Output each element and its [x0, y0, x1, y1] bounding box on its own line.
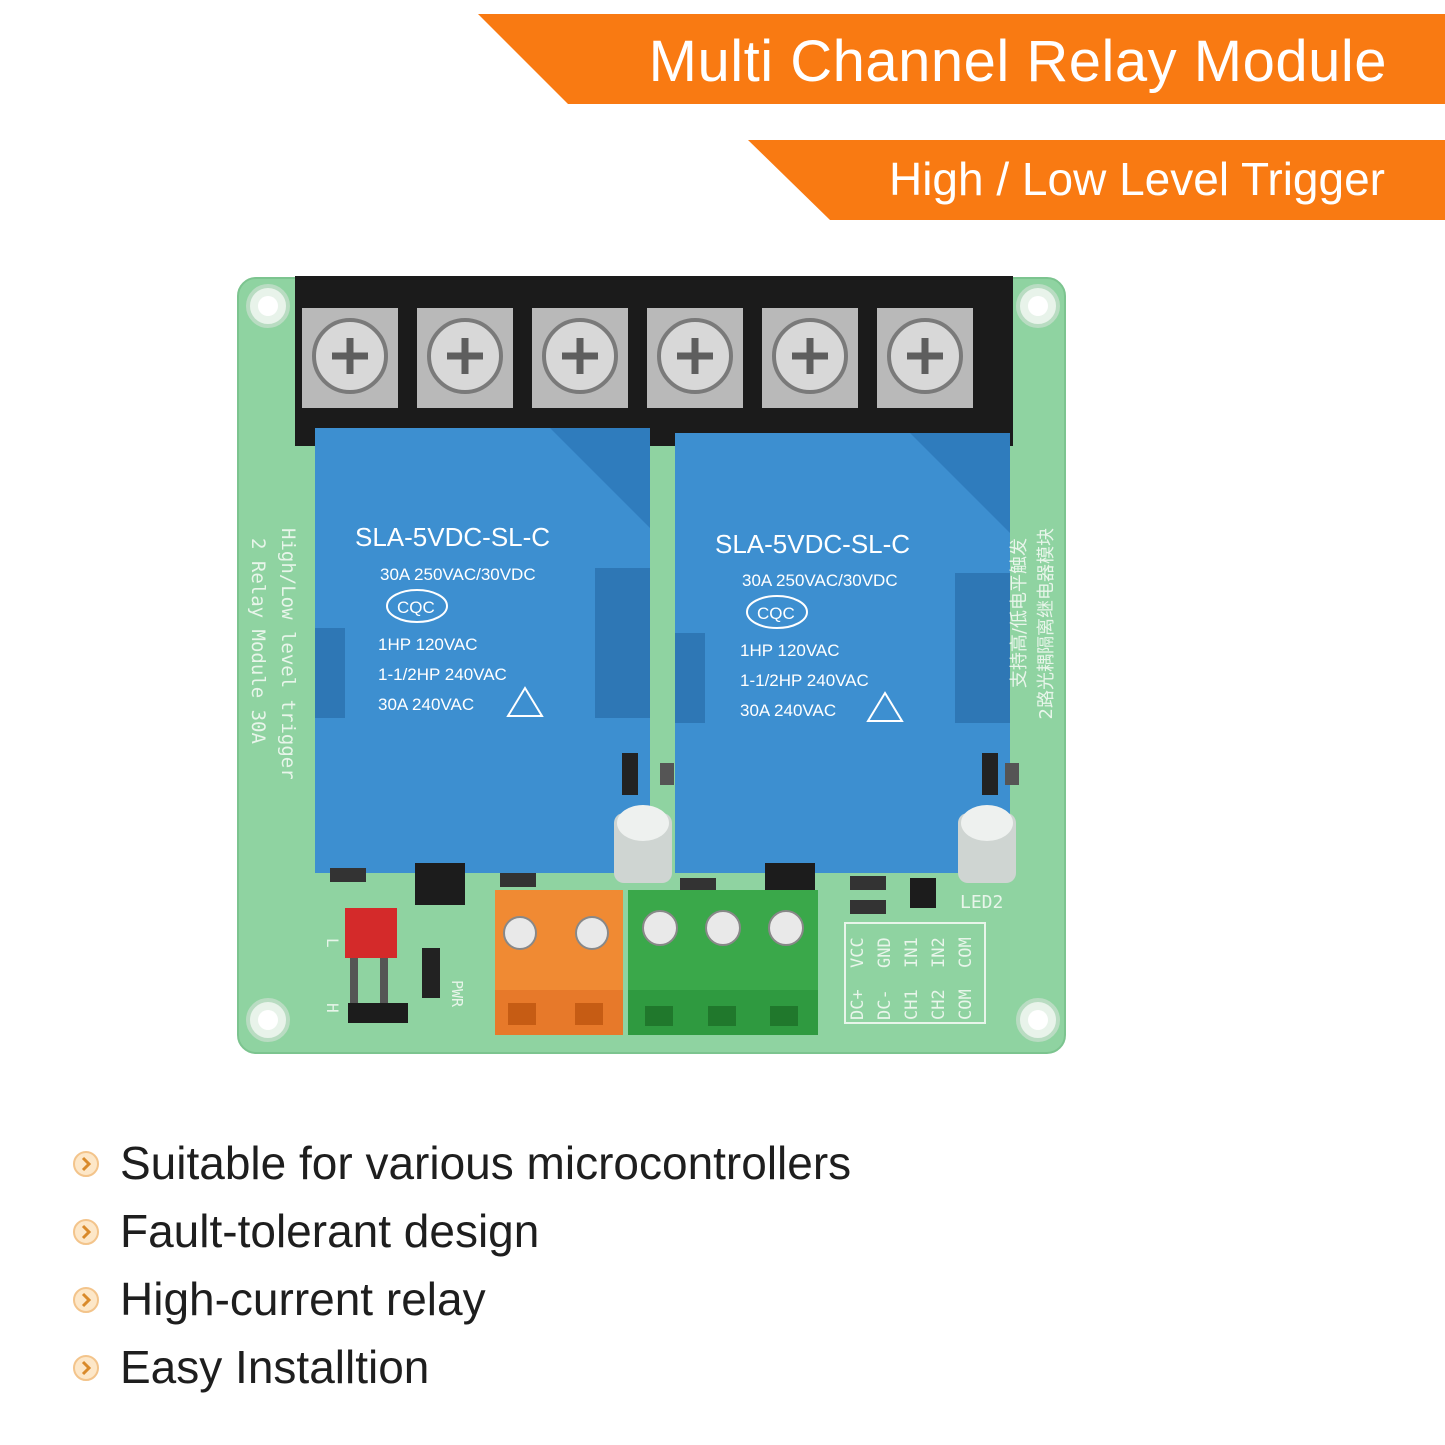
banner-subtitle: High / Low Level Trigger	[888, 153, 1385, 205]
terminal-label: DC-	[875, 989, 895, 1020]
relay-2-model: SLA-5VDC-SL-C	[715, 529, 910, 559]
relay-1: SLA-5VDC-SL-C 30A 250VAC/30VDC CQC 1HP 1…	[315, 428, 650, 873]
feature-text: High-current relay	[120, 1273, 486, 1325]
relay-2-hp1: 1HP 120VAC	[740, 641, 840, 660]
relay-1-hp2: 1-1/2HP 240VAC	[378, 665, 507, 684]
relay-2: SLA-5VDC-SL-C 30A 250VAC/30VDC CQC 1HP 1…	[675, 433, 1010, 873]
board-label-line2: 2 Relay Module 30A	[247, 538, 269, 744]
relay-2-cert: CQC	[757, 604, 795, 623]
relay-2-hp2: 1-1/2HP 240VAC	[740, 671, 869, 690]
board-label-cn1: 支持高/低电平触发	[1009, 538, 1030, 688]
orange-terminal	[495, 890, 623, 1035]
chevron-circle-icon	[73, 1287, 99, 1313]
title-banner-shape	[478, 14, 1445, 104]
relay-2-current: 30A 240VAC	[740, 701, 836, 720]
relay-1-warning-icon	[506, 686, 544, 717]
pwr-led	[422, 948, 440, 998]
chevron-circle-icon	[73, 1151, 99, 1177]
feature-text: Fault-tolerant design	[120, 1205, 540, 1257]
subtitle-banner: High / Low Level Trigger	[748, 140, 1445, 220]
jumper-label-l: L	[323, 938, 342, 948]
feature-text: Easy Installtion	[120, 1341, 430, 1393]
chevron-circle-icon	[73, 1219, 99, 1245]
relay-1-cert-icon	[386, 589, 448, 623]
relay-2-rating: 30A 250VAC/30VDC	[742, 571, 898, 590]
jumper-block	[345, 908, 408, 1023]
terminal-label: IN2	[929, 937, 949, 968]
led2-label: LED2	[960, 892, 1003, 913]
relay-1-model: SLA-5VDC-SL-C	[355, 522, 550, 552]
relay-2-warning-icon	[866, 691, 904, 722]
feature-text: Suitable for various microcontrollers	[120, 1137, 852, 1189]
chevron-circle-icon	[73, 1355, 99, 1381]
smd-components	[330, 753, 1019, 914]
banner-title: Multi Channel Relay Module	[648, 29, 1387, 94]
jumper-label-h: H	[323, 1003, 342, 1013]
terminal-label-box	[844, 922, 986, 1024]
relay-1-hp1: 1HP 120VAC	[378, 635, 478, 654]
pwr-label: PWR	[448, 980, 466, 1008]
relay-1-current: 30A 240VAC	[378, 695, 474, 714]
relay-2-cert-icon	[746, 595, 808, 629]
terminal-label: DC+	[848, 989, 868, 1020]
subtitle-banner-shape	[748, 140, 1445, 220]
relay-module-image: SLA-5VDC-SL-C 30A 250VAC/30VDC CQC 1HP 1…	[237, 276, 1066, 1054]
relay-1-cert: CQC	[397, 598, 435, 617]
led-2	[958, 805, 1016, 883]
terminal-label: CH1	[902, 989, 922, 1020]
title-banner: Multi Channel Relay Module	[478, 14, 1445, 104]
mounting-holes	[246, 284, 1060, 1042]
relay-1-rating: 30A 250VAC/30VDC	[380, 565, 536, 584]
terminal-label: CH2	[929, 989, 949, 1020]
led-1	[614, 805, 672, 883]
terminal-label: COM	[956, 989, 976, 1020]
terminal-label: IN1	[902, 937, 922, 968]
green-terminal	[628, 890, 818, 1035]
board-label-cn2: 2路光耦隔离继电器模块	[1036, 528, 1057, 719]
terminal-label: COM	[956, 937, 976, 968]
screw-terminal-block	[295, 276, 1013, 446]
terminal-label: GND	[875, 937, 895, 968]
board-label-line1: High/Low level trigger	[277, 528, 299, 780]
terminal-label: VCC	[848, 937, 868, 968]
